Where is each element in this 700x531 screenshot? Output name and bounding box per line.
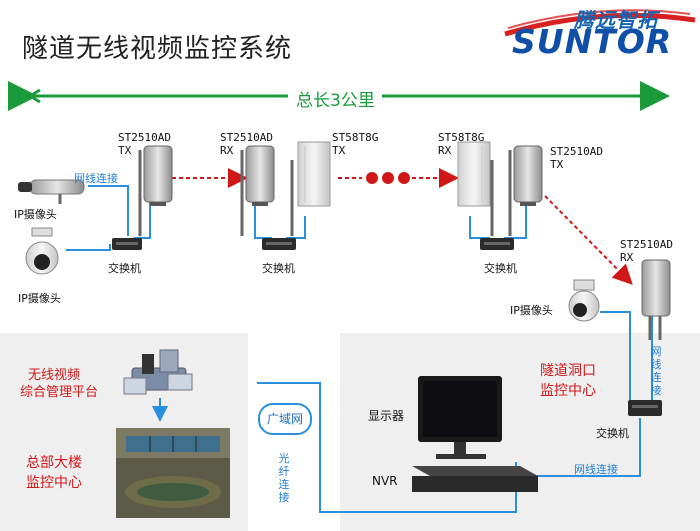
ap2-model: ST2510AD	[220, 131, 273, 144]
dome-camera-icon	[568, 279, 600, 322]
panel-antenna-tx-icon	[290, 141, 331, 236]
cable-lines	[66, 185, 653, 513]
ant1-mode: TX	[332, 144, 346, 157]
bullet-camera-icon	[18, 179, 85, 204]
relay-dot-icon	[366, 172, 378, 184]
logo-english: SUNTOR	[512, 22, 673, 61]
ap4-model: ST2510AD	[620, 238, 673, 251]
ap3-model: ST2510AD	[550, 145, 603, 158]
switch-label: 交换机	[108, 262, 141, 275]
tunnel-center-line1: 隧道洞口	[540, 363, 596, 379]
switch-icon	[262, 238, 296, 250]
switch-label: 交换机	[596, 427, 629, 440]
ip-camera-label: IP摄像头	[14, 208, 57, 221]
panel-antenna-rx-icon	[457, 141, 494, 236]
distance-arrow	[8, 81, 670, 111]
ap3-mode: TX	[550, 158, 564, 171]
ip-camera-label: IP摄像头	[510, 304, 553, 317]
ant2-model: ST58T8G	[438, 131, 485, 144]
monitor-label: 显示器	[368, 409, 405, 423]
ap1-model: ST2510AD	[118, 131, 171, 144]
hq-center-line2: 监控中心	[26, 475, 82, 491]
network-cable-label: 网线连接	[650, 345, 662, 397]
relay-dot-icon	[382, 172, 394, 184]
switch-icon	[480, 238, 514, 250]
logo-chinese: 腾远智拓	[574, 8, 658, 32]
hq-center-line1: 总部大楼	[26, 455, 82, 471]
ant1-model: ST58T8G	[332, 131, 379, 144]
ip-camera-label: IP摄像头	[18, 292, 61, 305]
platform-label-line1: 无线视频	[28, 368, 81, 383]
relay-dot-icon	[398, 172, 410, 184]
ap-tx-3-device	[508, 145, 543, 236]
logo-swoosh-icon	[504, 9, 696, 37]
network-cable-label: 网线连接	[74, 172, 118, 185]
distance-label: 总长3公里	[296, 91, 375, 111]
dome-camera-icon	[25, 227, 59, 275]
ap2-mode: RX	[220, 144, 234, 157]
switch-icon	[112, 238, 142, 250]
ap-tx-1-device	[138, 145, 173, 236]
nvr-box-icon	[412, 466, 538, 492]
control-room-image	[116, 428, 230, 518]
fiber-label: 光纤连接	[278, 452, 290, 504]
ap-rx-2-device	[240, 145, 275, 236]
ap-rx-4-device	[641, 259, 671, 340]
ant2-mode: RX	[438, 144, 452, 157]
monitor-icon	[418, 376, 502, 459]
switch-icon	[628, 400, 662, 416]
page-title: 隧道无线视频监控系统	[22, 34, 293, 64]
ap4-mode: RX	[620, 251, 634, 264]
wan-node: 广域网	[258, 403, 312, 435]
switch-label: 交换机	[262, 262, 295, 275]
ap1-mode: TX	[118, 144, 132, 157]
platform-label-line2: 综合管理平台	[20, 385, 99, 400]
switch-label: 交换机	[484, 262, 517, 275]
tunnel-center-line2: 监控中心	[540, 383, 596, 399]
wireless-links	[172, 168, 633, 285]
nvr-label: NVR	[372, 474, 398, 488]
server-stack-icon	[123, 349, 193, 395]
network-cable-label: 网线连接	[574, 463, 618, 476]
